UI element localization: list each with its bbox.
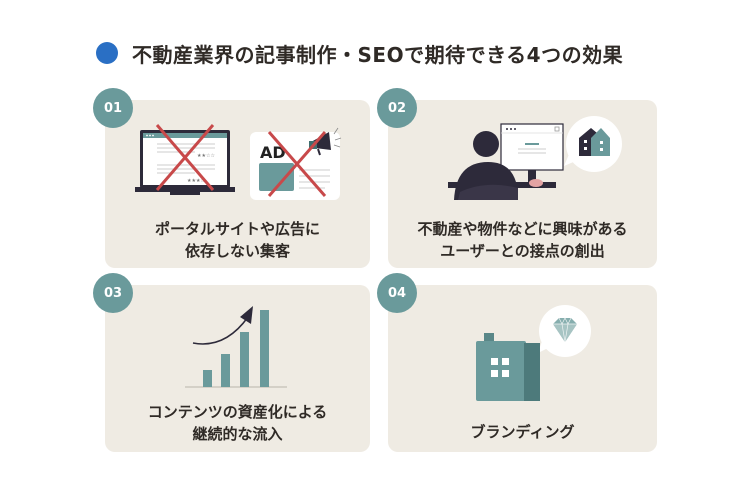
caption-line-1: ポータルサイトや広告に xyxy=(154,220,320,238)
effect-caption: ポータルサイトや広告に 依存しない集客 xyxy=(105,218,370,262)
effect-card-2: 不動産や物件などに興味がある ユーザーとの接点の創出 xyxy=(388,100,657,268)
effect-caption: コンテンツの資産化による 継続的な流入 xyxy=(105,401,370,445)
number-badge: 02 xyxy=(377,88,417,128)
caption-line-1: コンテンツの資産化による xyxy=(147,403,328,421)
effect-caption: 不動産や物件などに興味がある ユーザーとの接点の創出 xyxy=(388,218,657,262)
effect-card-1: ★★☆☆ ★★★☆ AD ポータルサイトや広告に 依存しない集客 xyxy=(105,100,370,268)
page-title: 不動産業界の記事制作・SEOで期待できる4つの効果 xyxy=(96,38,623,68)
caption-line-2: 依存しない集客 xyxy=(184,242,290,260)
crossed-out-portal-and-ad-icon: ★★☆☆ ★★★☆ AD xyxy=(135,124,342,200)
caption-line-1: ブランディング xyxy=(470,423,575,441)
caption-line-2: 継続的な流入 xyxy=(192,425,283,443)
effect-caption: ブランディング xyxy=(388,421,657,443)
svg-text:★★☆☆: ★★☆☆ xyxy=(197,153,215,159)
bullet-dot-icon xyxy=(96,42,118,64)
person-at-computer-house-bubble-icon xyxy=(448,116,622,200)
growth-bar-chart-icon xyxy=(185,306,287,388)
caption-line-2: ユーザーとの接点の創出 xyxy=(440,242,605,260)
building-diamond-bubble-icon xyxy=(476,305,591,401)
number-badge: 03 xyxy=(93,273,133,313)
effect-card-3: コンテンツの資産化による 継続的な流入 xyxy=(105,285,370,452)
svg-text:★★★☆: ★★★☆ xyxy=(187,178,205,184)
caption-line-1: 不動産や物件などに興味がある xyxy=(417,220,628,238)
ad-label: AD xyxy=(260,143,286,162)
number-badge: 04 xyxy=(377,273,417,313)
page-title-text: 不動産業界の記事制作・SEOで期待できる4つの効果 xyxy=(132,42,624,67)
effect-card-4: ブランディング xyxy=(388,285,657,452)
number-badge: 01 xyxy=(93,88,133,128)
